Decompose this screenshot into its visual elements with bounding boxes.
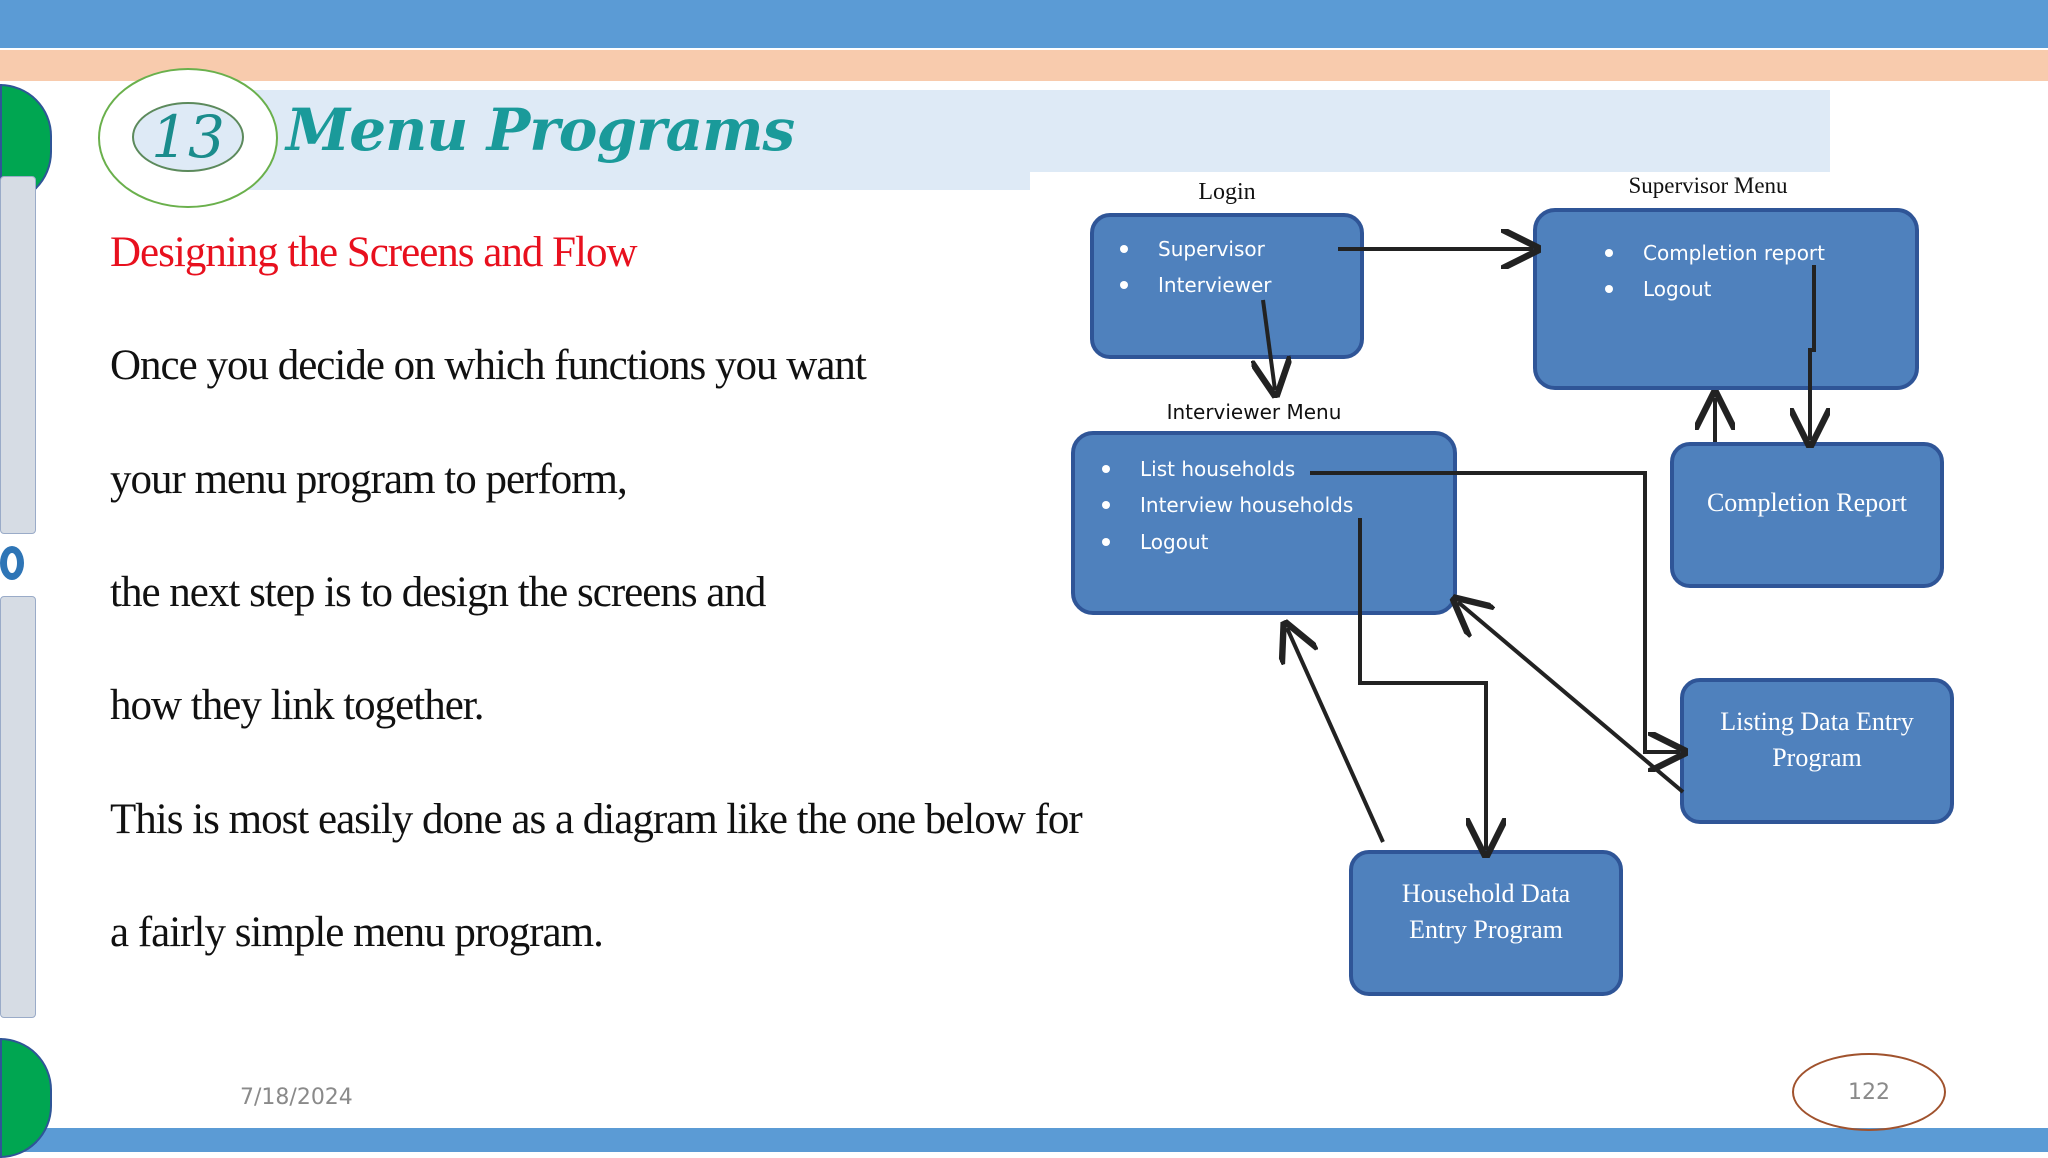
interviewer-item-logout: Logout [1140,530,1209,554]
bullet [1605,249,1613,257]
body-line-3: the next step is to design the screens a… [110,569,766,616]
bullet [1102,465,1110,473]
slide-title: Menu Programs [286,96,795,164]
household-program-text-2: Entry Program [1409,915,1563,944]
bullet [1120,245,1128,253]
ring-icon [0,546,24,580]
bullet [1102,501,1110,509]
listing-program-text-2: Program [1772,743,1862,772]
page-number-oval: 122 [1792,1053,1946,1131]
login-box [1090,213,1364,359]
body-line-1: Once you decide on which functions you w… [110,342,867,389]
slide-number: 13 [151,103,225,171]
bullet [1605,285,1613,293]
interviewer-item-interview-households: Interview households [1140,493,1353,517]
peach-band [0,50,2048,81]
household-program-text-1: Household Data [1402,879,1571,908]
page-number: 122 [1848,1079,1890,1105]
login-item-interviewer: Interviewer [1158,273,1272,297]
completion-report-text: Completion Report [1707,488,1908,517]
slide-subtitle: Designing the Screens and Flow [110,229,638,276]
title-band [230,90,1830,172]
arrow-household-to-interviewer [1287,628,1385,843]
slide-number-inner: 13 [132,102,244,172]
bottom-band [0,1128,2048,1152]
arrow-interview-to-household [1358,518,1486,850]
interviewer-item-list-households: List households [1140,457,1295,481]
arrow-listing-to-interviewer [1458,602,1685,794]
login-label: Login [1198,179,1255,205]
arrow-login-to-interviewer [1263,299,1275,390]
arrow-list-households-to-listing [1310,471,1680,752]
body-line-5: This is most easily done as a diagram li… [110,796,1083,843]
supervisor-menu-box [1533,208,1919,390]
body-line-6: a fairly simple menu program. [110,909,604,956]
bullet [1120,281,1128,289]
slide-date: 7/18/2024 [240,1085,353,1110]
title-band-lower [150,172,1030,190]
bullet [1102,538,1110,546]
supervisor-item-completion-report: Completion report [1643,241,1825,265]
arrow-supervisor-to-completion-report [1810,265,1814,440]
side-bar-lower [0,596,36,1018]
body-line-4: how they link together. [110,682,484,729]
supervisor-item-logout: Logout [1643,277,1712,301]
login-item-supervisor: Supervisor [1158,237,1266,261]
interviewer-menu-label: Interviewer Menu [1167,400,1342,424]
side-bar-upper [0,176,36,534]
supervisor-menu-label: Supervisor Menu [1628,173,1788,198]
body-line-2: your menu program to perform, [110,456,628,503]
menu-flow-diagram: Login Supervisor Menu Interviewer Menu S… [1071,173,1954,996]
top-band [0,0,2048,48]
listing-program-text-1: Listing Data Entry [1720,707,1914,736]
